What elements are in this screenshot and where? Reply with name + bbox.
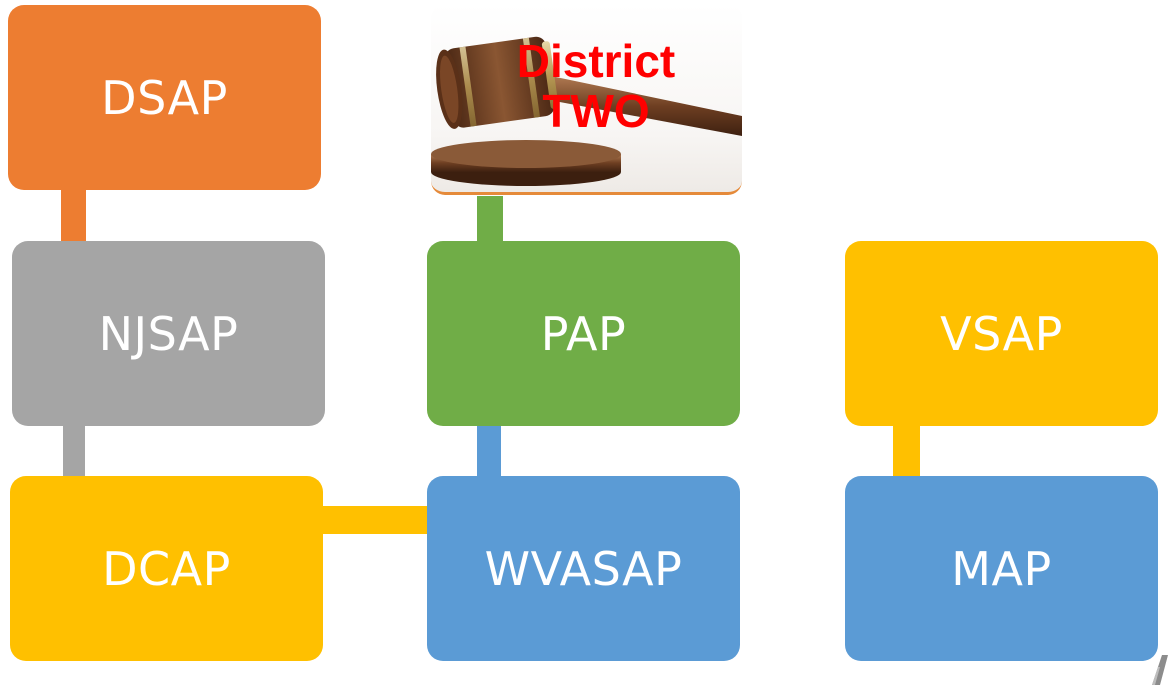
node-pap: PAP [427, 241, 740, 426]
corner-slash-icon [1152, 655, 1168, 685]
node-vsap: VSAP [845, 241, 1158, 426]
node-njsap: NJSAP [12, 241, 325, 426]
connector-dsap-njsap [61, 190, 86, 241]
node-vsap-label: VSAP [940, 306, 1063, 361]
node-pap-label: PAP [540, 306, 627, 361]
connector-njsap-dcap [63, 426, 85, 476]
node-dcap-label: DCAP [102, 541, 231, 596]
gavel-icon [431, 36, 742, 186]
node-map: MAP [845, 476, 1158, 661]
node-wvasap: WVASAP [427, 476, 740, 661]
district-title-line2: TWO [542, 85, 650, 137]
connector-vsap-map [893, 426, 920, 476]
connector-dcap-wvasap [323, 506, 427, 534]
node-dcap: DCAP [10, 476, 323, 661]
connector-pap-wvasap [477, 426, 501, 476]
node-map-label: MAP [951, 541, 1052, 596]
node-njsap-label: NJSAP [98, 306, 239, 361]
title-card-gavel: District TWO [431, 4, 742, 195]
district-title: District TWO [491, 36, 701, 136]
node-dsap-label: DSAP [101, 70, 228, 125]
node-dsap: DSAP [8, 5, 321, 190]
district-title-line1: District [516, 35, 676, 87]
connector-title-pap [477, 196, 503, 241]
node-wvasap-label: WVASAP [484, 541, 683, 596]
